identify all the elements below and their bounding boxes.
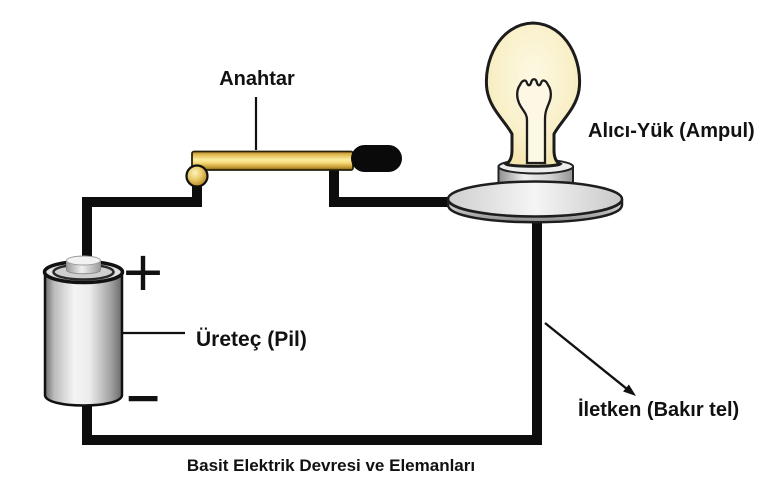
- annotations: [123, 97, 636, 396]
- switch-pivot: [185, 164, 209, 188]
- bulb-filament: [516, 78, 552, 165]
- switch-blade: [191, 150, 354, 171]
- battery-minus-sign: −: [124, 370, 163, 424]
- battery-nub-top: [66, 255, 101, 266]
- switch-handle: [351, 145, 402, 172]
- label-conductor: İletken (Bakır tel): [578, 398, 739, 421]
- switch: [185, 145, 402, 188]
- label-load-bulb: Alıcı-Yük (Ampul): [588, 120, 755, 142]
- battery-plus-sign: +: [120, 240, 165, 303]
- bulb-base-top: [446, 180, 624, 218]
- battery: + −: [42, 240, 166, 424]
- battery-body: [43, 270, 124, 407]
- bulb-assembly: [446, 21, 624, 224]
- label-battery: Üreteç (Pil): [196, 328, 307, 351]
- label-switch: Anahtar: [219, 68, 295, 90]
- conductor-arrow-line: [544, 322, 628, 390]
- diagram-title: Basit Elektrik Devresi ve Elemanları: [187, 456, 475, 475]
- conductor-arrowhead-icon: [623, 384, 636, 396]
